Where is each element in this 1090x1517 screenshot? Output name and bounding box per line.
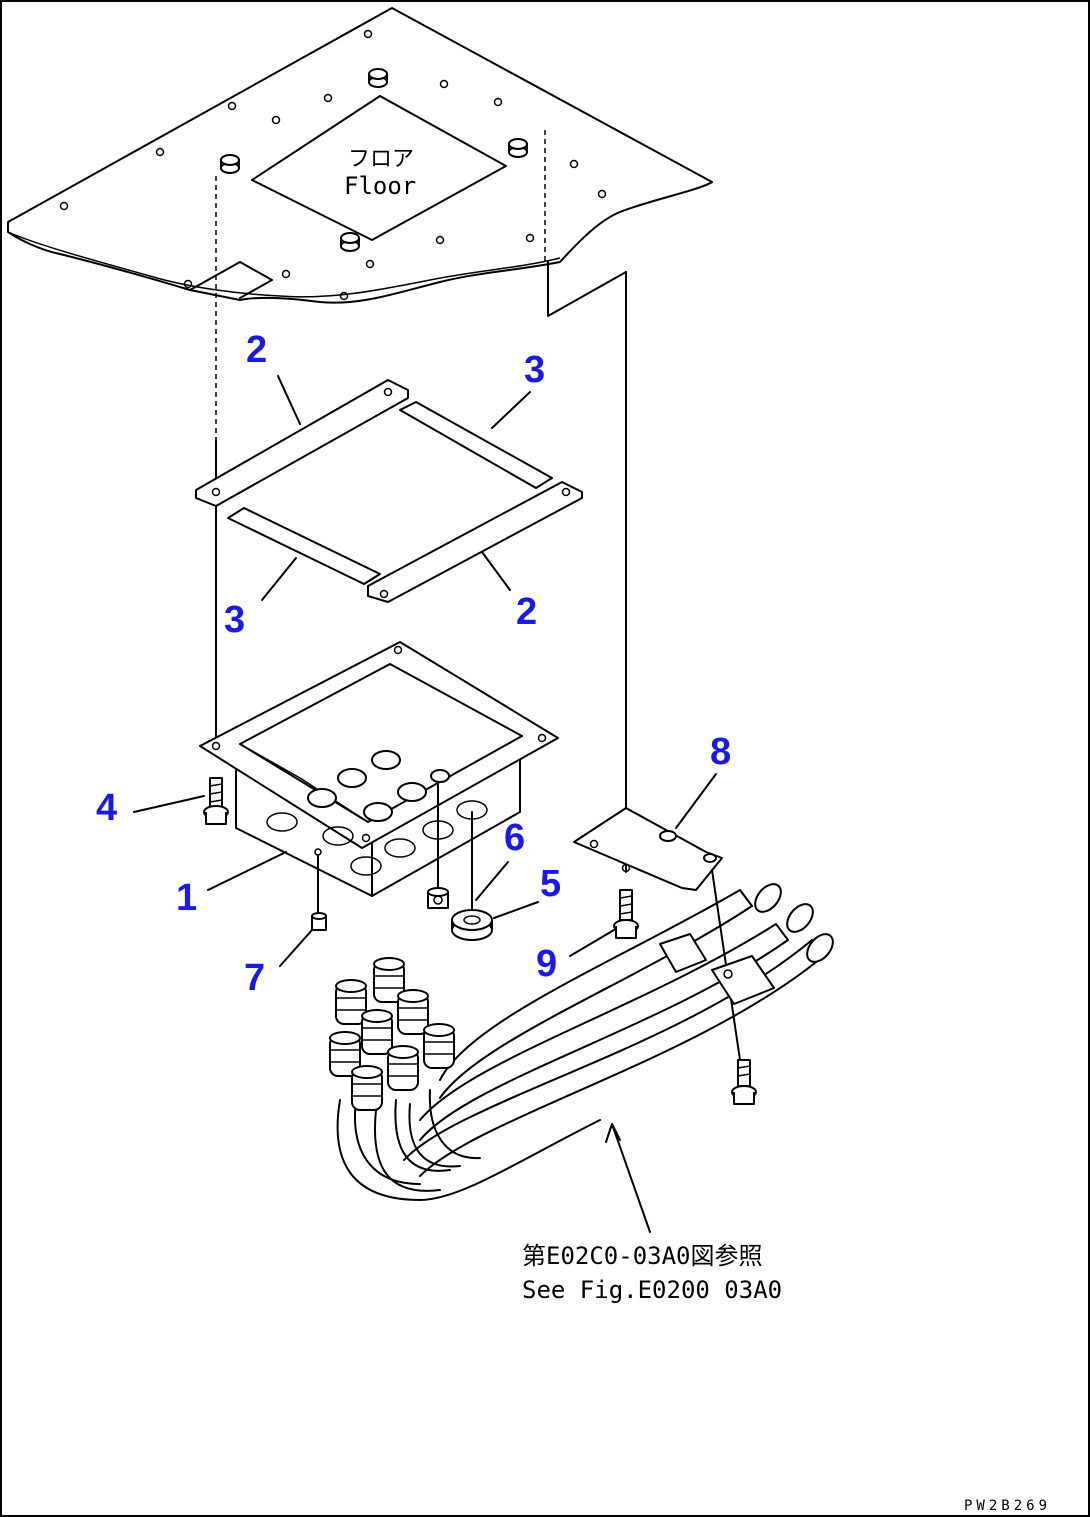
bolt-icon [203,777,229,825]
callout-4: 4 [96,787,117,829]
callout-1: 1 [176,877,197,919]
grommet-icon [451,811,493,941]
callout-2: 2 [516,591,537,633]
callout-2: 2 [246,329,267,371]
floor-label-en: Floor [344,172,416,200]
reference-note-jp: 第E02C0-03A0図参照 [522,1242,763,1270]
floor-nut-icon [220,68,528,252]
callout-9: 9 [536,943,557,985]
callout-3: 3 [524,349,545,391]
reference-note-en: See Fig.E0200 03A0 [522,1276,782,1304]
hose-connector-group [329,957,455,1111]
callout-8: 8 [710,731,731,773]
bolt-icon [731,1059,757,1105]
callout-3: 3 [224,599,245,641]
junction-box [199,641,559,897]
gasket-set [195,379,583,603]
floor-opening [251,95,507,241]
callout-6: 6 [504,817,525,859]
floor-label-jp: フロア [348,147,414,172]
leader-lines [133,375,717,967]
callout-5: 5 [540,863,561,905]
drawing-code: PW2B269 [964,1498,1051,1514]
callout-7: 7 [244,957,265,999]
bracket [573,807,723,891]
nut-icon [427,781,449,909]
hose-bundle [336,883,834,1201]
nut-icon [311,855,327,931]
bolt-icon [613,889,639,939]
floor-plate [7,7,713,317]
